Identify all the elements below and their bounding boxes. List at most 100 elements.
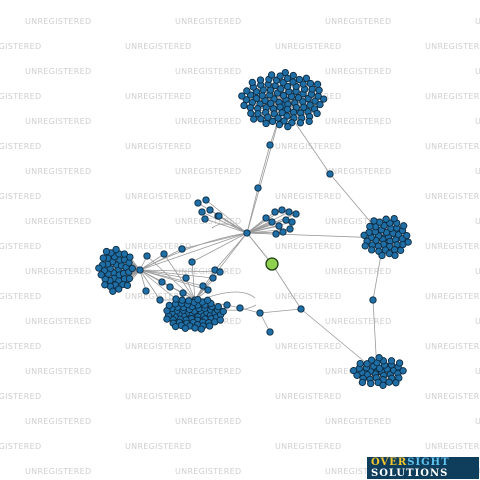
watermark-text: UNREGISTERED (25, 417, 91, 426)
link-node (266, 328, 274, 336)
cluster-node (160, 250, 168, 258)
cluster-node (185, 297, 193, 305)
watermark-text: UNREGISTERED (125, 392, 191, 401)
graph-edge (181, 232, 248, 250)
graph-edge (246, 221, 293, 234)
cluster-node (126, 253, 134, 261)
link-node (369, 296, 377, 304)
cluster-node (367, 356, 376, 364)
cluster-node (256, 76, 265, 84)
cluster-node (375, 354, 383, 362)
graph-edge (139, 232, 248, 271)
cluster-node (247, 109, 255, 118)
focus-node (265, 257, 279, 271)
watermark-text: UNREGISTERED (175, 417, 241, 426)
cluster-node (216, 268, 224, 276)
graph-edge (205, 199, 248, 234)
cluster-node (201, 215, 209, 223)
watermark-text: UNREGISTERED (425, 92, 480, 101)
watermark-text: UNREGISTERED (275, 342, 341, 351)
cluster-node (286, 225, 294, 233)
cluster-node (295, 75, 304, 84)
watermark-text: UNREGISTERED (425, 292, 480, 301)
watermark-text: UNREGISTERED (25, 267, 91, 276)
graph-edge (191, 261, 196, 301)
graph-edge (139, 232, 248, 271)
graph-edge (246, 217, 267, 234)
cluster-node (396, 246, 405, 255)
watermark-text: UNREGISTERED (175, 467, 241, 476)
watermark-text: UNREGISTERED (125, 442, 191, 451)
graph-edge (139, 269, 204, 287)
cluster-node (288, 218, 296, 226)
cluster-node (257, 115, 265, 123)
cluster-node (282, 216, 290, 224)
watermark-text: UNREGISTERED (275, 392, 341, 401)
cluster-node (391, 251, 399, 260)
watermark-text: UNREGISTERED (325, 467, 391, 476)
graph-edge (246, 221, 273, 234)
cluster-node (387, 357, 396, 365)
graph-edge (271, 263, 302, 310)
watermark-text: UNREGISTERED (125, 92, 191, 101)
watermark-text: UNREGISTERED (325, 217, 391, 226)
link-node (254, 184, 262, 192)
watermark-text: UNREGISTERED (325, 67, 391, 76)
cluster-node (305, 117, 313, 126)
cluster-node (158, 278, 166, 286)
link-node (256, 309, 264, 317)
watermark-text: UNREGISTERED (475, 117, 480, 126)
cluster-node (267, 71, 276, 79)
hub-node-center (243, 229, 251, 237)
cluster-node (243, 87, 251, 95)
cluster-node (280, 117, 288, 125)
node-layer (95, 68, 412, 389)
cluster-node (277, 85, 285, 93)
cluster-node (258, 91, 266, 100)
cluster-node (262, 214, 270, 222)
watermark-text: UNREGISTERED (275, 142, 341, 151)
cluster-node (172, 295, 180, 303)
link-node (297, 305, 305, 313)
cluster-node (199, 282, 207, 290)
cluster-node (120, 250, 129, 258)
cluster-node (206, 206, 214, 214)
watermark-text: UNREGISTERED (125, 342, 191, 351)
graph-edge (191, 232, 248, 263)
watermark-text: UNREGISTERED (25, 317, 91, 326)
cluster-node (400, 222, 408, 230)
graph-edge (246, 219, 287, 234)
link-node (223, 301, 231, 309)
watermark-text: UNREGISTERED (425, 442, 480, 451)
cluster-node (313, 80, 322, 88)
watermark-text: UNREGISTERED (475, 17, 480, 26)
watermark-text: UNREGISTERED (175, 17, 241, 26)
link-node (326, 170, 334, 178)
watermark-text: UNREGISTERED (325, 417, 391, 426)
cluster-node (275, 121, 284, 129)
watermark-text: UNREGISTERED (175, 67, 241, 76)
cluster-node (274, 114, 282, 122)
graph-edge (211, 223, 248, 234)
watermark-text: UNREGISTERED (125, 242, 191, 251)
cluster-node (276, 72, 284, 80)
watermark-text: UNREGISTERED (0, 342, 41, 351)
cluster-node (238, 92, 246, 100)
cluster-node (368, 246, 376, 254)
cluster-node (361, 242, 369, 250)
watermark-text: UNREGISTERED (325, 117, 391, 126)
cluster-node (262, 119, 270, 128)
watermark-text: UNREGISTERED (475, 417, 480, 426)
cluster-node (300, 103, 308, 111)
watermark-text: UNREGISTERED (275, 292, 341, 301)
watermark-text: UNREGISTERED (25, 467, 91, 476)
watermark-text: UNREGISTERED (125, 192, 191, 201)
watermark-text: UNREGISTERED (425, 342, 480, 351)
graph-edge (139, 269, 177, 300)
cluster-node (101, 281, 109, 289)
cluster-node (97, 271, 105, 279)
cluster-node (178, 245, 186, 253)
cluster-node (272, 230, 280, 238)
